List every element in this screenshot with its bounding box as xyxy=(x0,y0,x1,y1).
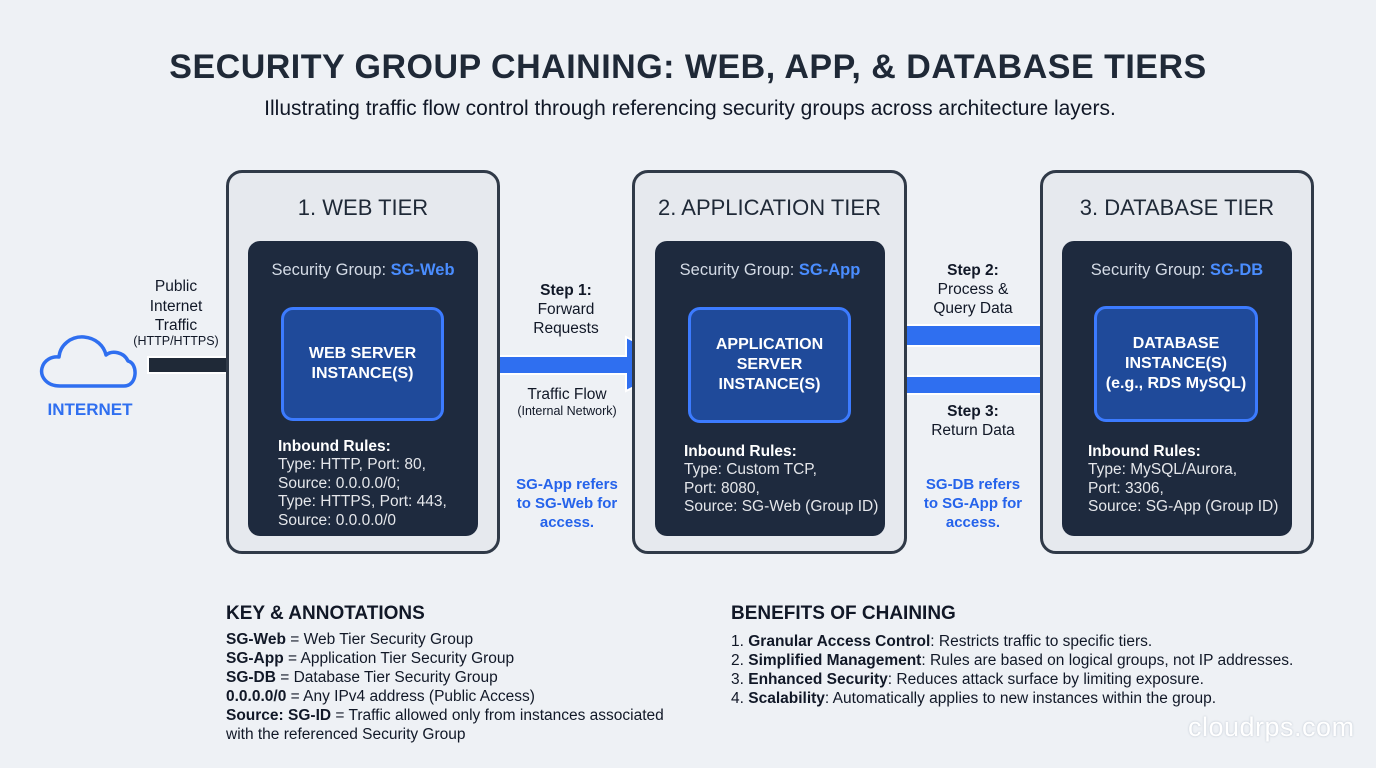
tier-title: 1. WEB TIER xyxy=(297,195,429,220)
application-server-instance[interactable]: APPLICATION SERVER INSTANCE(S) xyxy=(688,307,851,423)
internet-label: INTERNET xyxy=(47,400,133,419)
traffic-flow-label: Traffic Flow xyxy=(527,386,607,403)
database-instance[interactable]: DATABASE INSTANCE(S) (e.g., RDS MySQL) xyxy=(1094,306,1258,422)
protocol-label: (HTTP/HTTPS) xyxy=(133,334,219,348)
key-item: Source: SG-ID = Traffic allowed only fro… xyxy=(226,707,664,724)
benefits-list: 1. Granular Access Control: Restricts tr… xyxy=(731,632,1331,708)
security-group-label: Security Group: SG-DB xyxy=(1090,261,1264,279)
web-inbound-rules: Inbound Rules: Type: HTTP, Port: 80, Sou… xyxy=(278,438,447,529)
watermark: cloudrps.com xyxy=(1188,712,1355,742)
benefits-title: BENEFITS OF CHAINING xyxy=(731,603,956,624)
key-item-continuation: with the referenced Security Group xyxy=(226,726,466,743)
step-2-label: Step 2: Process & Query Data xyxy=(933,262,1013,317)
internal-network-label: (Internal Network) xyxy=(517,404,617,418)
key-list: SG-Web = Web Tier Security Group SG-App … xyxy=(226,630,696,744)
benefit-item: 3. Enhanced Security: Reduces attack sur… xyxy=(731,671,1204,688)
security-group-label: Security Group: SG-App xyxy=(679,261,861,279)
db-inbound-rules: Inbound Rules: Type: MySQL/Aurora, Port:… xyxy=(1088,443,1279,515)
benefit-item: 1. Granular Access Control: Restricts tr… xyxy=(731,633,1153,650)
tier-title: 2. APPLICATION TIER xyxy=(658,195,881,220)
benefit-item: 4. Scalability: Automatically applies to… xyxy=(731,690,1217,707)
sg-app-reference-note: SG-App refers to SG-Web for access. xyxy=(516,476,618,531)
web-server-instance[interactable]: WEB SERVER INSTANCE(S) xyxy=(281,307,444,421)
key-item: SG-Web = Web Tier Security Group xyxy=(226,631,474,648)
benefit-item: 2. Simplified Management: Rules are base… xyxy=(731,652,1294,669)
page-title: SECURITY GROUP CHAINING: WEB, APP, & DAT… xyxy=(169,48,1207,86)
key-title: KEY & ANNOTATIONS xyxy=(226,603,425,624)
app-inbound-rules: Inbound Rules: Type: Custom TCP, Port: 8… xyxy=(684,443,879,515)
step-1-label: Step 1: Forward Requests xyxy=(533,282,599,337)
security-group-label: Security Group: SG-Web xyxy=(271,261,455,279)
cloud-icon xyxy=(39,335,137,388)
step-3-label: Step 3: Return Data xyxy=(931,403,1015,439)
page-subtitle: Illustrating traffic flow control throug… xyxy=(264,97,1116,120)
sg-db-reference-note: SG-DB refers to SG-App for access. xyxy=(923,476,1023,531)
public-traffic-label: Public Internet Traffic xyxy=(149,278,203,334)
key-item: 0.0.0.0/0 = Any IPv4 address (Public Acc… xyxy=(226,688,535,705)
key-item: SG-App = Application Tier Security Group xyxy=(226,650,515,667)
key-item: SG-DB = Database Tier Security Group xyxy=(226,669,498,686)
tier-title: 3. DATABASE TIER xyxy=(1079,195,1275,220)
